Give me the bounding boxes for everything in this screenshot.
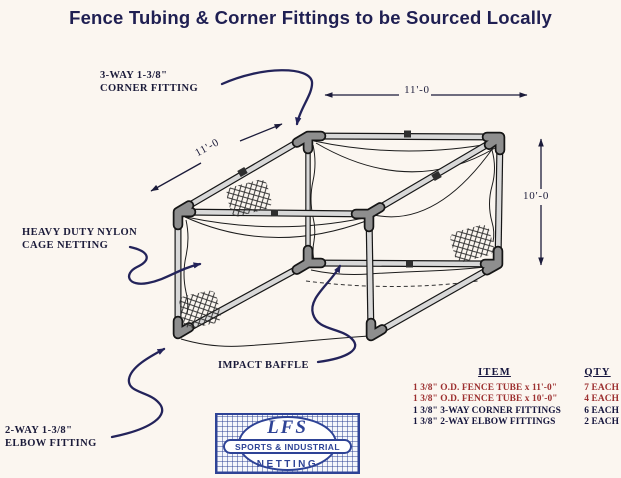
dimension-arrows: [150, 92, 544, 266]
table-row: 1 3/8" O.D. FENCE TUBE x 10'-0" 4 EACH: [413, 394, 619, 405]
elbow-fitting-label-line1: 2-WAY 1-3/8": [5, 425, 73, 436]
corner-fitting-label-line2: CORNER FITTING: [100, 83, 199, 95]
header-item: ITEM: [478, 367, 511, 378]
impact-baffle-label: IMPACT BAFFLE: [218, 360, 309, 371]
netting-label-line1: HEAVY DUTY NYLON: [22, 227, 138, 238]
dimension-top-width: 11'-0: [404, 84, 430, 96]
qty-cell: 4 EACH: [584, 394, 619, 405]
page-title: Fence Tubing & Corner Fittings to be Sou…: [69, 7, 552, 28]
hidden-edge-dashed-line: [305, 280, 479, 287]
item-cell: 1 3/8" 3-WAY CORNER FITTINGS: [413, 405, 561, 416]
netting-label-line2: CAGE NETTING: [22, 240, 109, 252]
tube-couplers: [237, 130, 442, 268]
table-row: 1 3/8" O.D. FENCE TUBE x 11'-0" 7 EACH: [413, 383, 619, 394]
callout-arrows: [110, 69, 357, 439]
item-cell: 1 3/8" O.D. FENCE TUBE x 11'-0": [413, 383, 558, 393]
impact-baffle-arrow: [311, 264, 357, 364]
corner-fitting-label-line1: 3-WAY 1-3/8": [100, 70, 168, 81]
item-cell: 1 3/8" 2-WAY ELBOW FITTINGS: [413, 416, 556, 427]
elbow-fitting-arrow: [110, 347, 166, 439]
corner-fitting-label: 3-WAY 1-3/8" CORNER FITTING: [100, 69, 198, 95]
net-mesh-icon: [179, 179, 494, 329]
item-cell: 1 3/8" O.D. FENCE TUBE x 10'-0": [413, 394, 558, 405]
logo-netting: NETTING: [256, 459, 319, 470]
corner-fittings: [172, 130, 506, 342]
parts-table: ITEM QTY 1 3/8" O.D. FENCE TUBE x 11'-0"…: [413, 367, 619, 428]
logo-banner: SPORTS & INDUSTRIAL: [223, 439, 352, 454]
qty-cell: 6 EACH: [584, 405, 619, 416]
elbow-fitting-label: 2-WAY 1-3/8" ELBOW FITTING: [5, 424, 97, 450]
logo-name: LFS: [267, 417, 308, 438]
qty-cell: 7 EACH: [584, 383, 619, 393]
corner-fitting-arrow: [220, 69, 314, 126]
table-row: 1 3/8" 3-WAY CORNER FITTINGS 6 EACH: [413, 406, 619, 417]
dimension-height: 10'-0: [523, 190, 550, 202]
netting-label: HEAVY DUTY NYLON CAGE NETTING: [22, 226, 137, 252]
parts-table-header: ITEM QTY: [413, 367, 619, 378]
header-qty: QTY: [584, 367, 611, 378]
lfs-logo: LFS SPORTS & INDUSTRIAL NETTING: [215, 413, 360, 474]
elbow-fitting-label-line2: ELBOW FITTING: [5, 438, 97, 450]
qty-cell: 2 EACH: [584, 416, 619, 427]
table-row: 1 3/8" 2-WAY ELBOW FITTINGS 2 EACH: [413, 417, 619, 428]
netting-arrow: [127, 245, 202, 285]
